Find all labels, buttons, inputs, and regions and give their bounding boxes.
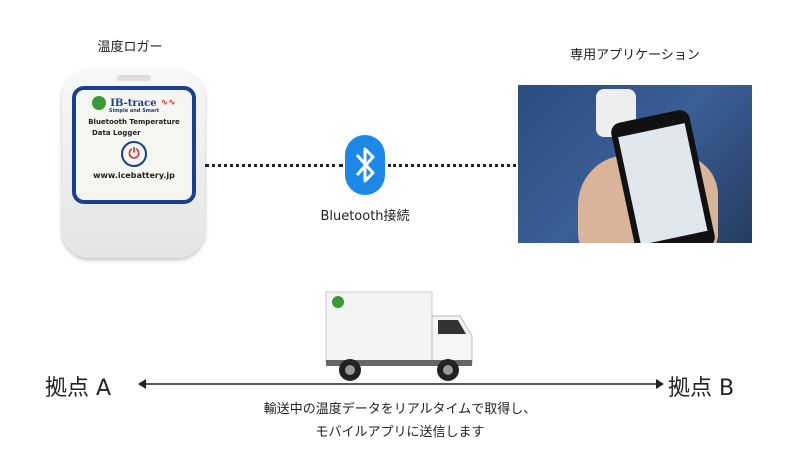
device-line1: Bluetooth Temperature: [88, 118, 180, 126]
logger-title: 温度ロガー: [97, 40, 163, 55]
device-slot: [117, 75, 151, 81]
power-icon: ⏻: [121, 141, 147, 167]
logo-icon: [92, 96, 107, 110]
connection-line-right: [388, 164, 516, 167]
truck-icon: [325, 291, 473, 381]
device-label: IB-trace ∿∿ Simple and Smart Bluetooth T…: [72, 86, 196, 204]
caption-line-1: 輸送中の温度データをリアルタイムで取得し、: [263, 402, 537, 417]
location-b: 拠点 B: [668, 376, 735, 401]
app-title: 専用アプリケーション: [570, 48, 700, 63]
connection-line-left: [205, 164, 343, 167]
location-a: 拠点 A: [45, 376, 112, 401]
app-photo: [518, 85, 752, 243]
brand-name: IB-trace: [110, 97, 157, 109]
phone-screen: [618, 123, 708, 243]
route-arrow: [138, 379, 664, 389]
device-line2: Data Logger: [92, 129, 141, 137]
temperature-logger-device: IB-trace ∿∿ Simple and Smart Bluetooth T…: [62, 70, 205, 258]
wave-icon: ∿∿: [160, 98, 176, 108]
bluetooth-label: Bluetooth接続: [320, 209, 410, 224]
device-url: www.icebattery.jp: [93, 171, 175, 180]
caption-line-2: モバイルアプリに送信します: [315, 425, 485, 440]
tagline: Simple and Smart: [108, 108, 160, 114]
bluetooth-icon: [345, 135, 385, 195]
